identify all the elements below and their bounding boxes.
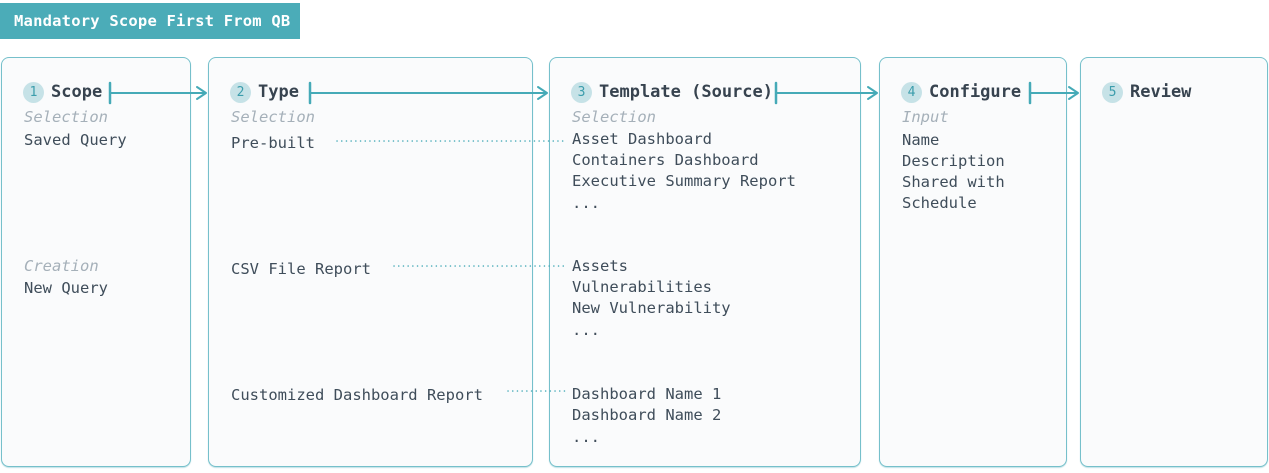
- list-item: Customized Dashboard Report: [231, 386, 483, 404]
- step-number-badge: 5: [1102, 81, 1123, 103]
- panel-title: Scope: [51, 82, 103, 102]
- list-item: New Vulnerability: [572, 299, 731, 317]
- step-number-badge: 2: [230, 81, 251, 103]
- panel-template-source: 3 Template (Source) Selection Asset Dash…: [549, 57, 861, 467]
- header-note-label: Mandatory Scope First From QB: [14, 12, 291, 30]
- list-item: Assets: [572, 257, 628, 275]
- panel-configure-header: 4 Configure: [901, 81, 1021, 103]
- section-label-selection: Selection: [231, 108, 315, 126]
- ellipsis-item: ...: [572, 194, 600, 212]
- list-item: Name: [902, 131, 940, 149]
- list-item: Pre-built: [231, 134, 315, 152]
- list-item: Shared with: [902, 173, 1005, 191]
- panel-review-header: 5 Review: [1102, 81, 1191, 103]
- step-number-badge: 3: [571, 81, 592, 103]
- panel-title: Type: [258, 82, 299, 102]
- header-note-badge: Mandatory Scope First From QB: [0, 3, 300, 39]
- panel-configure: 4 Configure Input Name Description Share…: [879, 57, 1067, 467]
- list-item: Containers Dashboard: [572, 151, 759, 169]
- list-item: CSV File Report: [231, 260, 371, 278]
- section-label-creation: Creation: [24, 257, 99, 275]
- step-number-badge: 4: [901, 81, 922, 103]
- panel-scope: 1 Scope Selection Saved Query Creation N…: [1, 57, 191, 467]
- list-item: Description: [902, 152, 1005, 170]
- list-item: Dashboard Name 2: [572, 406, 722, 424]
- step-number-badge: 1: [23, 81, 44, 103]
- ellipsis-item: ...: [572, 321, 600, 339]
- panel-template-header: 3 Template (Source): [571, 81, 773, 103]
- panel-type: 2 Type Selection Pre-built CSV File Repo…: [208, 57, 533, 467]
- panel-review: 5 Review: [1080, 57, 1268, 467]
- list-item: Saved Query: [24, 131, 127, 149]
- list-item: New Query: [24, 279, 108, 297]
- list-item: Schedule: [902, 194, 977, 212]
- panel-title: Template (Source): [599, 82, 773, 102]
- list-item: Vulnerabilities: [572, 278, 712, 296]
- list-item: Dashboard Name 1: [572, 385, 722, 403]
- list-item: Executive Summary Report: [572, 172, 796, 190]
- panel-scope-header: 1 Scope: [23, 81, 102, 103]
- panel-title: Configure: [929, 82, 1022, 102]
- section-label-selection: Selection: [24, 108, 108, 126]
- list-item: Asset Dashboard: [572, 130, 712, 148]
- section-label-input: Input: [902, 108, 949, 126]
- section-label-selection: Selection: [572, 108, 656, 126]
- ellipsis-item: ...: [572, 428, 600, 446]
- panel-title: Review: [1130, 82, 1192, 102]
- panel-type-header: 2 Type: [230, 81, 299, 103]
